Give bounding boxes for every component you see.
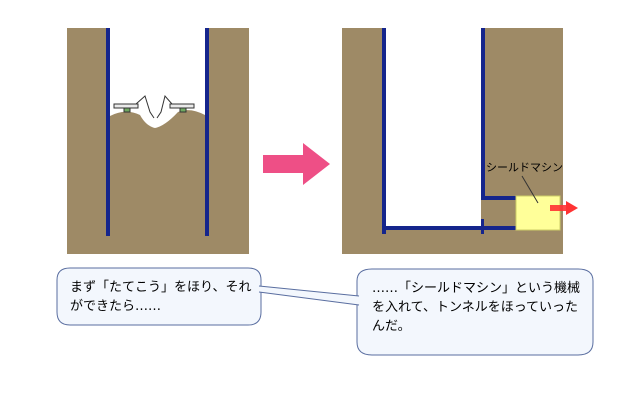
right-shaft-bottom <box>382 226 516 230</box>
right-speech-bubble <box>356 268 594 356</box>
shield-machine <box>515 195 561 231</box>
left-panel <box>67 28 249 254</box>
right-caption: ……「シールドマシン」という機械を入れて、トンネルをほっていったんだ。 <box>372 281 581 334</box>
label-leader-line <box>521 175 539 204</box>
left-wall-right <box>205 28 209 236</box>
right-wall-right <box>481 28 485 198</box>
tunnel-lining-top <box>481 196 516 200</box>
excavator-icon <box>113 94 195 119</box>
tunnel-end-tick <box>481 219 484 234</box>
right-wall-left <box>382 28 386 234</box>
right-arrow-icon <box>263 143 330 185</box>
left-shaft-opening <box>110 28 205 128</box>
right-shaft-opening <box>386 28 481 226</box>
left-speech-bubble <box>56 267 262 326</box>
right-panel <box>342 28 578 254</box>
left-caption: まず「たてこう」をほり、それができたら…… <box>70 280 252 314</box>
shield-machine-label: シールドマシン <box>486 161 563 174</box>
left-wall-left <box>106 28 110 236</box>
bubble-connector <box>258 285 360 306</box>
thrust-arrow-icon <box>550 201 578 215</box>
